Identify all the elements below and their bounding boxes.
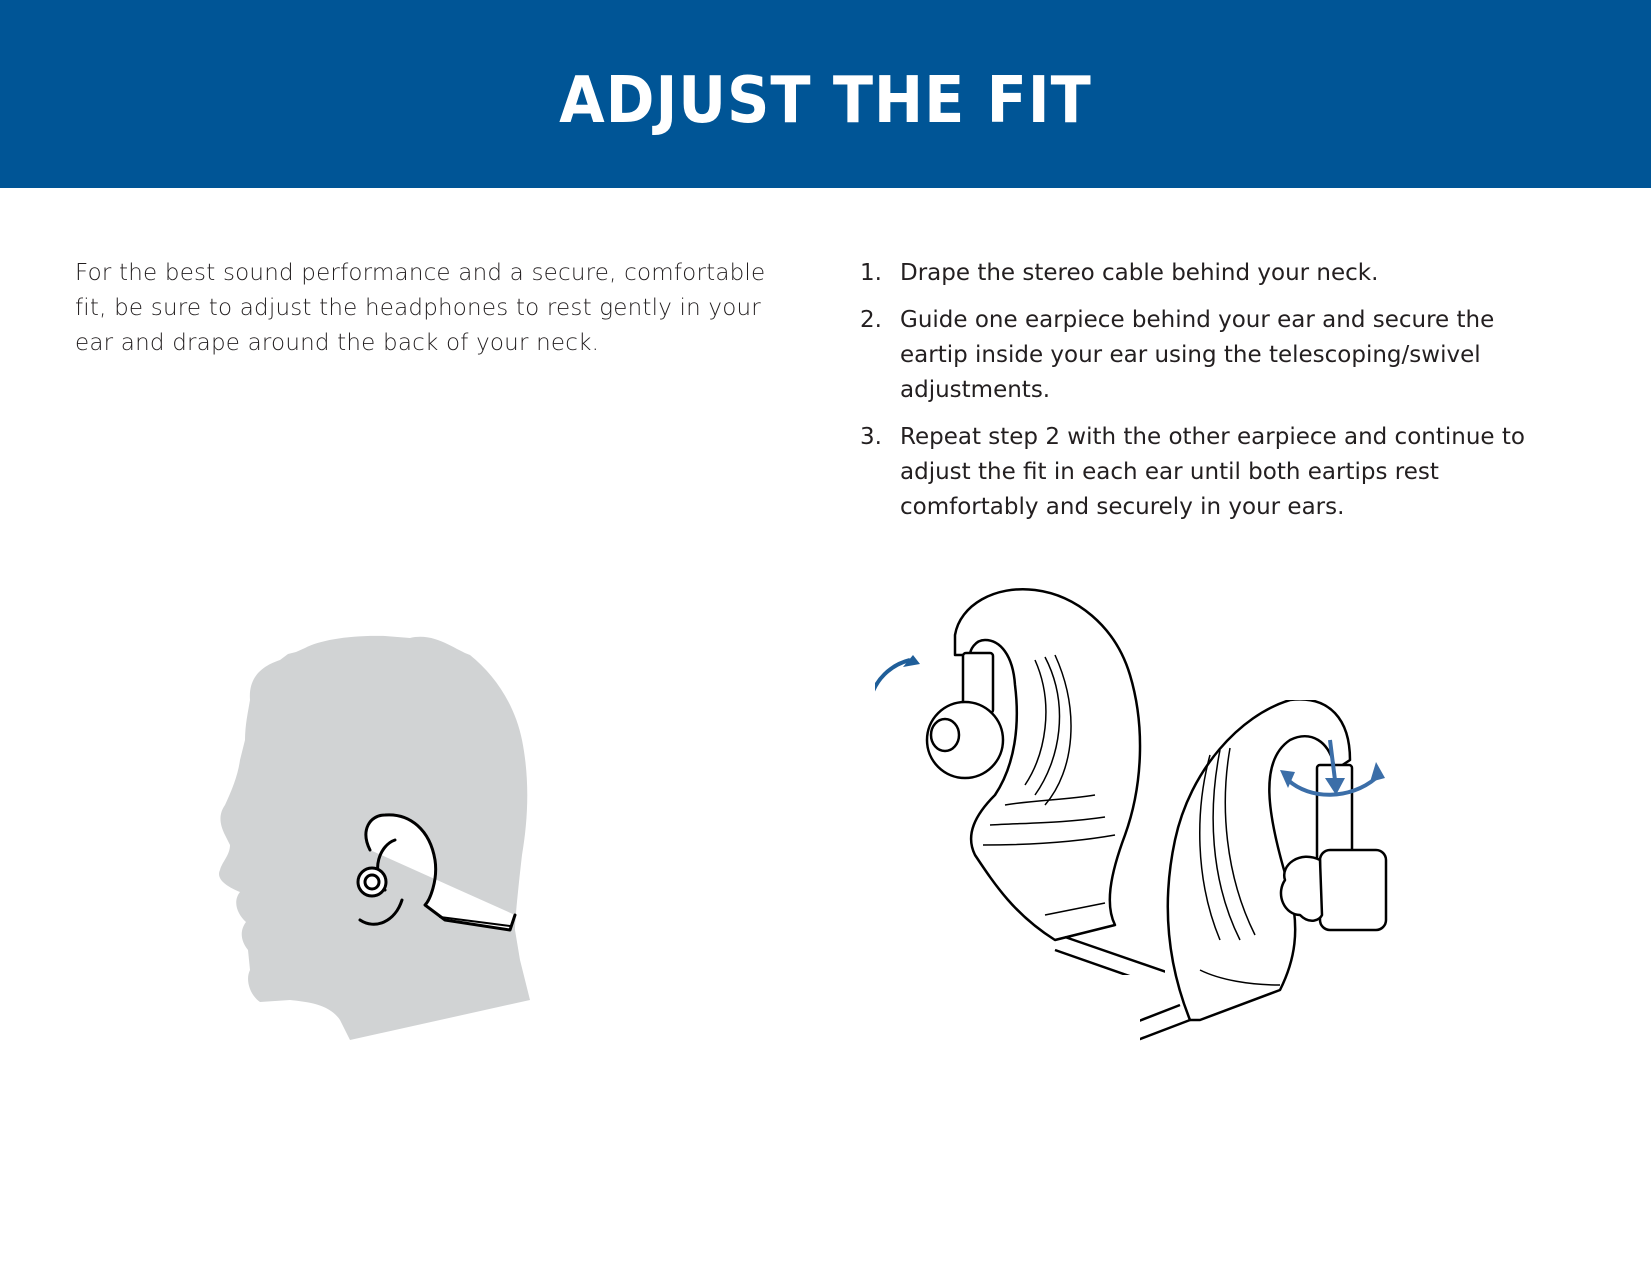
head-silhouette-illustration: [219, 635, 531, 1040]
step-number: 3.: [860, 424, 882, 450]
step-item: 1. Drape the stereo cable behind your ne…: [860, 256, 1540, 291]
step-item: 2. Guide one earpiece behind your ear an…: [860, 303, 1540, 408]
step-number: 1.: [860, 260, 882, 286]
page-title: ADJUST THE FIT: [559, 64, 1092, 138]
eartip-2: [1318, 848, 1388, 932]
step-number: 2.: [860, 307, 882, 333]
intro-paragraph: For the best sound performance and a sec…: [75, 260, 766, 356]
step-item: 3. Repeat step 2 with the other earpiece…: [860, 420, 1540, 525]
swivel-arrow-icon: [875, 658, 911, 692]
step-text: Repeat step 2 with the other earpiece an…: [900, 424, 1525, 520]
headphone-on-head: [356, 813, 517, 932]
steps-list: 1. Drape the stereo cable behind your ne…: [860, 256, 1540, 537]
earpiece-telescope-illustration: [1140, 700, 1388, 1041]
telescope-arrow-icon: [1286, 739, 1378, 797]
earpiece-swivel-illustration: [875, 587, 1165, 975]
page-header: ADJUST THE FIT: [0, 0, 1651, 188]
step-text: Guide one earpiece behind your ear and s…: [900, 307, 1495, 403]
earhook-body: [953, 587, 1142, 942]
step-text: Drape the stereo cable behind your neck.: [900, 260, 1379, 286]
